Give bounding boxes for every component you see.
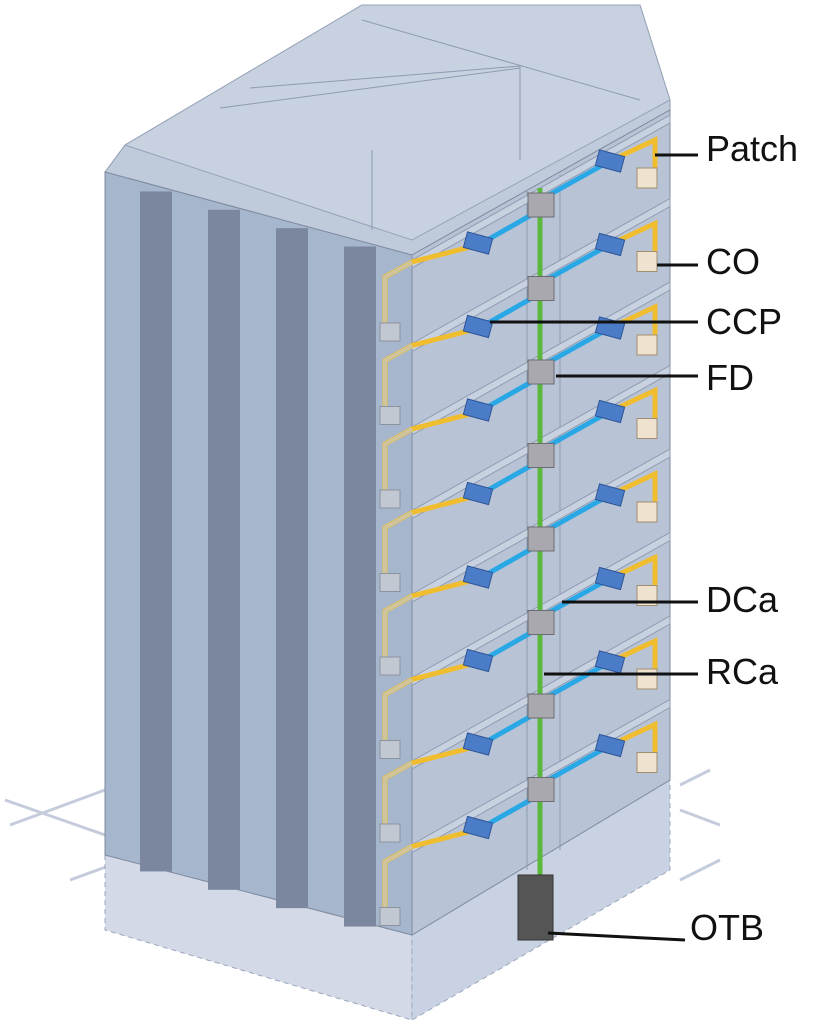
co-box xyxy=(636,334,658,356)
grid-line xyxy=(679,858,721,882)
consolidation-cable-hidden xyxy=(383,427,413,492)
roof-top xyxy=(123,4,671,241)
fd-box xyxy=(527,443,555,468)
ccp-box xyxy=(462,314,494,339)
consolidation-cable xyxy=(610,303,658,342)
label-patch: Patch xyxy=(706,128,799,169)
consolidation-cable xyxy=(610,386,658,426)
label-fd: FD xyxy=(706,357,754,398)
leader-line xyxy=(547,931,686,942)
consolidation-cable xyxy=(610,553,658,593)
fd-box xyxy=(527,192,555,218)
co-box xyxy=(636,668,658,690)
building-shell xyxy=(104,4,671,936)
co-box xyxy=(636,167,658,189)
consolidation-cable-hidden xyxy=(383,510,413,576)
ccp-box xyxy=(462,648,494,673)
consolidation-cable-hidden xyxy=(383,677,413,743)
facade-stripe xyxy=(208,209,240,890)
label-rca: RCa xyxy=(706,651,779,692)
ccp-box xyxy=(594,733,626,758)
grid-line xyxy=(4,798,106,837)
consolidation-cable xyxy=(610,720,658,760)
fd-box xyxy=(527,526,555,552)
consolidation-cable-hidden xyxy=(383,844,413,910)
consolidation-cable-hidden xyxy=(383,761,413,826)
co-box xyxy=(636,752,658,773)
ccp-box xyxy=(462,565,494,589)
outlet-box xyxy=(379,656,401,676)
ccp-box xyxy=(594,399,626,424)
fd-box xyxy=(527,359,555,385)
consolidation-cable-hidden xyxy=(383,260,413,325)
ccp-box xyxy=(462,398,494,422)
grid-line xyxy=(679,808,721,827)
fd-box xyxy=(527,276,555,301)
otb-box xyxy=(517,874,554,941)
ccp-box xyxy=(462,481,494,506)
fd-box xyxy=(527,610,555,635)
consolidation-cable xyxy=(610,136,658,175)
facade-stripe xyxy=(140,191,172,872)
consolidation-cable xyxy=(610,637,658,676)
ccp-box xyxy=(594,566,626,591)
label-otb: OTB xyxy=(690,907,765,948)
outlet-box xyxy=(379,740,401,759)
label-ccp: CCP xyxy=(706,301,783,342)
consolidation-cable xyxy=(610,470,658,509)
roof-partition xyxy=(219,67,521,109)
roof-partition xyxy=(249,65,521,89)
fd-box xyxy=(527,693,555,719)
fd-box xyxy=(527,777,555,802)
grid-line xyxy=(9,788,106,827)
consolidation-cable-hidden xyxy=(383,343,413,409)
consolidation-cable-hidden xyxy=(383,594,413,659)
ccp-box xyxy=(594,650,626,674)
outlet-box xyxy=(379,823,401,843)
co-box xyxy=(636,251,658,272)
ccp-box xyxy=(462,815,494,840)
outlet-box xyxy=(379,406,401,425)
outlet-box xyxy=(379,489,401,509)
ccp-box xyxy=(594,483,626,507)
ccp-box xyxy=(462,732,494,756)
co-box xyxy=(636,418,658,439)
label-dca: DCa xyxy=(706,579,779,620)
label-co: CO xyxy=(706,241,760,282)
leader-lines xyxy=(490,153,698,942)
co-box xyxy=(636,501,658,523)
roof-partition xyxy=(361,19,641,101)
consolidation-cable xyxy=(610,219,658,259)
facade-stripe xyxy=(344,246,376,927)
outlet-box xyxy=(379,573,401,592)
outlet-box xyxy=(379,907,401,926)
ccp-box xyxy=(594,149,626,173)
outlet-box xyxy=(379,322,401,342)
facade-stripe xyxy=(276,228,308,909)
ccp-box xyxy=(594,232,626,257)
grid-line xyxy=(679,768,711,787)
floors xyxy=(379,114,671,941)
ccp-box xyxy=(462,231,494,255)
